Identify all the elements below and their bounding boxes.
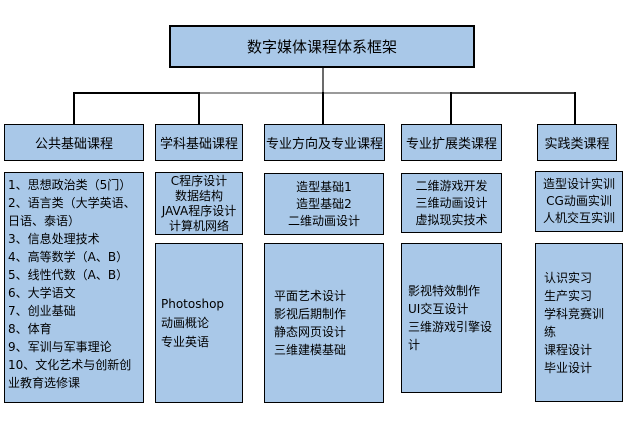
connector-horizontal-middle — [200, 92, 452, 94]
connector-drop-major-courses — [322, 92, 324, 124]
column-header-major-extension: 专业扩展类课程 — [401, 124, 502, 161]
connector-horizontal-right — [452, 92, 576, 94]
course-list-practice-lower: 认识实习 生产实习 学科竞赛训练 课程设计 毕业设计 — [535, 243, 623, 402]
column-header-public-basic: 公共基础课程 — [4, 124, 144, 161]
course-list-extension-upper: 二维游戏开发 三维动画设计 虚拟现实技术 — [401, 173, 502, 233]
column-header-practice: 实践类课程 — [537, 124, 617, 161]
course-list-major-upper: 造型基础1 造型基础2 二维动画设计 — [264, 173, 384, 235]
root-node-title: 数字媒体课程体系框架 — [169, 25, 475, 68]
course-list-major-lower: 平面艺术设计 影视后期制作 静态网页设计 三维建模基础 — [264, 243, 384, 403]
column-header-major-courses: 专业方向及专业课程 — [264, 124, 385, 161]
course-list-public-basic: 1、思想政治类（5门） 2、语言类（大学英语、日语、泰语） 3、信息处理技术 4… — [4, 172, 144, 403]
connector-stub — [322, 68, 324, 93]
column-header-discipline-basic: 学科基础课程 — [155, 124, 243, 161]
connector-horizontal-left — [73, 92, 200, 94]
connector-drop-practice — [574, 92, 576, 124]
connector-drop-public-basic — [73, 92, 75, 124]
course-list-discipline-basic-lower: Photoshop 动画概论 专业英语 — [155, 243, 243, 403]
connector-drop-major-extension — [450, 92, 452, 124]
course-list-practice-upper: 造型设计实训 CG动画实训 人机交互实训 — [535, 171, 623, 232]
course-list-discipline-basic-upper: C程序设计 数据结构 JAVA程序设计 计算机网络 — [155, 172, 243, 235]
connector-drop-discipline-basic — [198, 92, 200, 124]
course-list-extension-lower: 影视特效制作 UI交互设计 三维游戏引擎设计 — [401, 243, 502, 393]
